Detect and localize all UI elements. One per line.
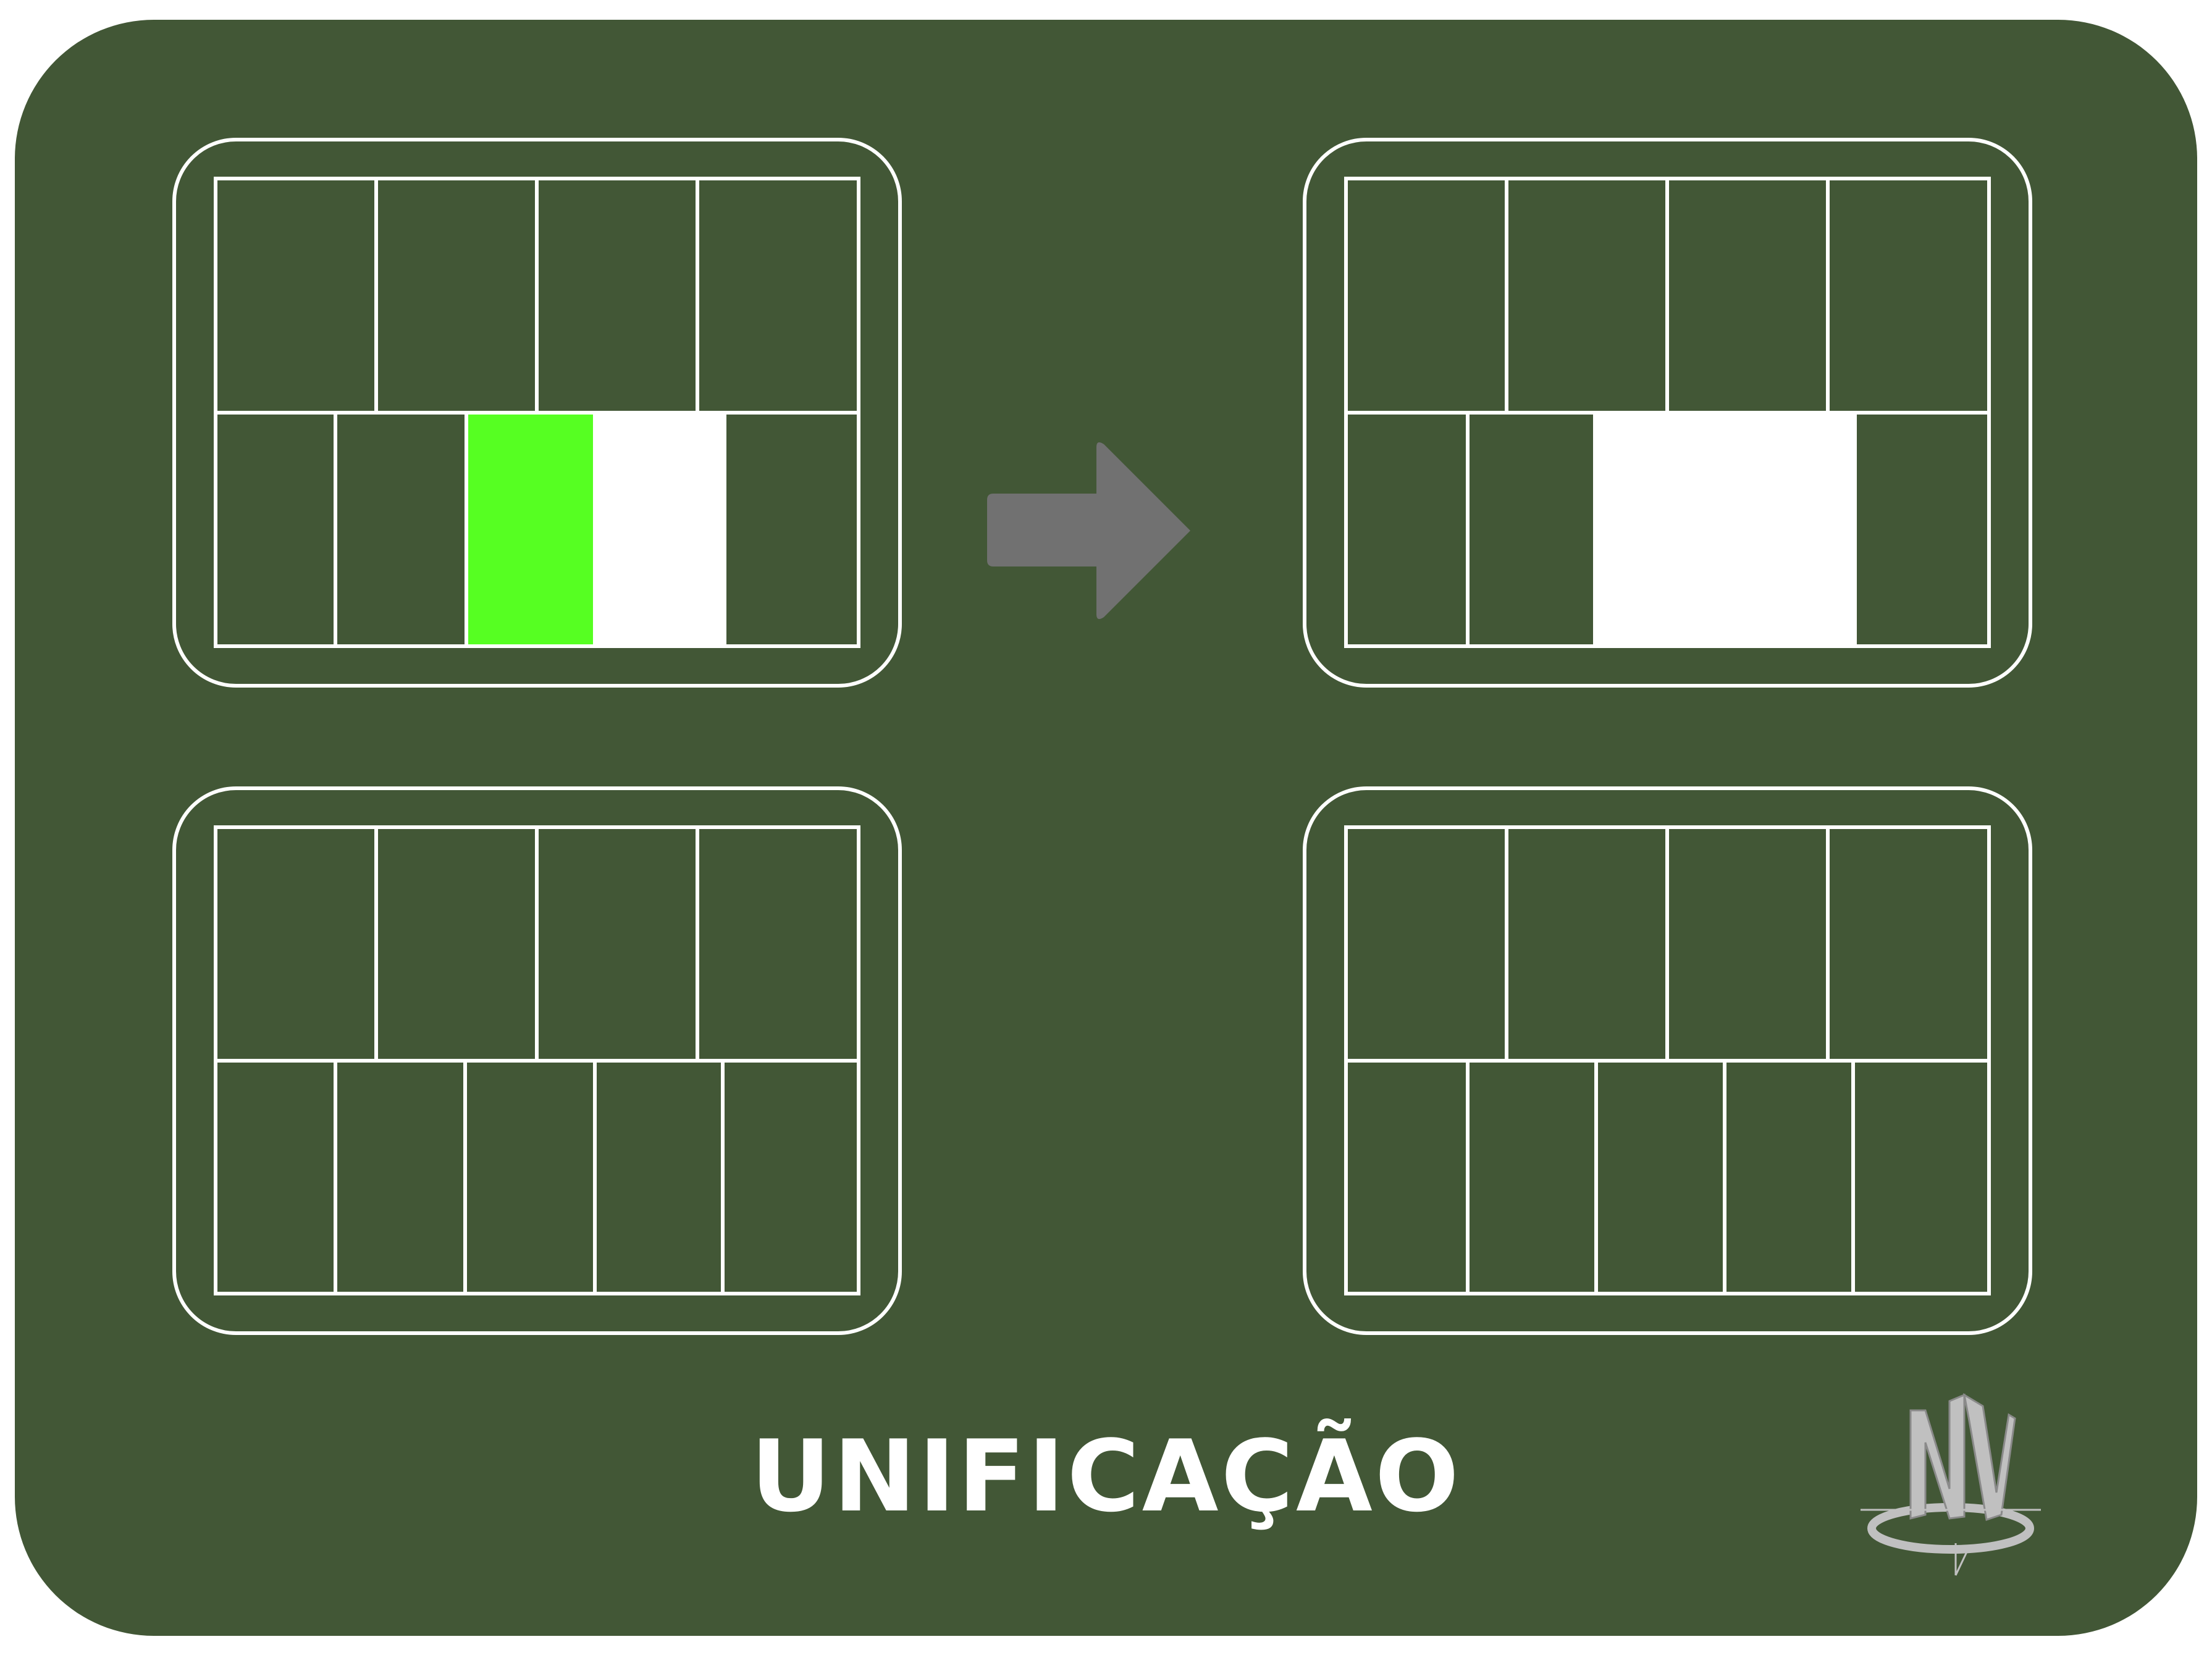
logo-tail <box>1954 1549 1969 1576</box>
panel-frame <box>172 786 902 1335</box>
panel-frame <box>172 138 902 688</box>
panel-frame <box>1303 138 2032 688</box>
panel-before <box>172 138 902 688</box>
logo-letter-n <box>1909 1393 1966 1520</box>
diagram-title: UNIFICAÇÃO <box>751 1418 1461 1534</box>
panel-reference-right <box>1303 786 2032 1335</box>
merged-cell <box>1595 413 1855 646</box>
panel-after <box>1303 138 2032 688</box>
right-arrow-icon <box>987 442 1190 620</box>
logo-letter-v <box>1962 1392 2016 1521</box>
panel-reference-left <box>172 786 902 1335</box>
nv-monogram-logo <box>1861 1392 2041 1576</box>
merged-target-cell <box>593 413 725 646</box>
panel-frame <box>1303 786 2032 1335</box>
highlighted-cell <box>466 413 593 646</box>
